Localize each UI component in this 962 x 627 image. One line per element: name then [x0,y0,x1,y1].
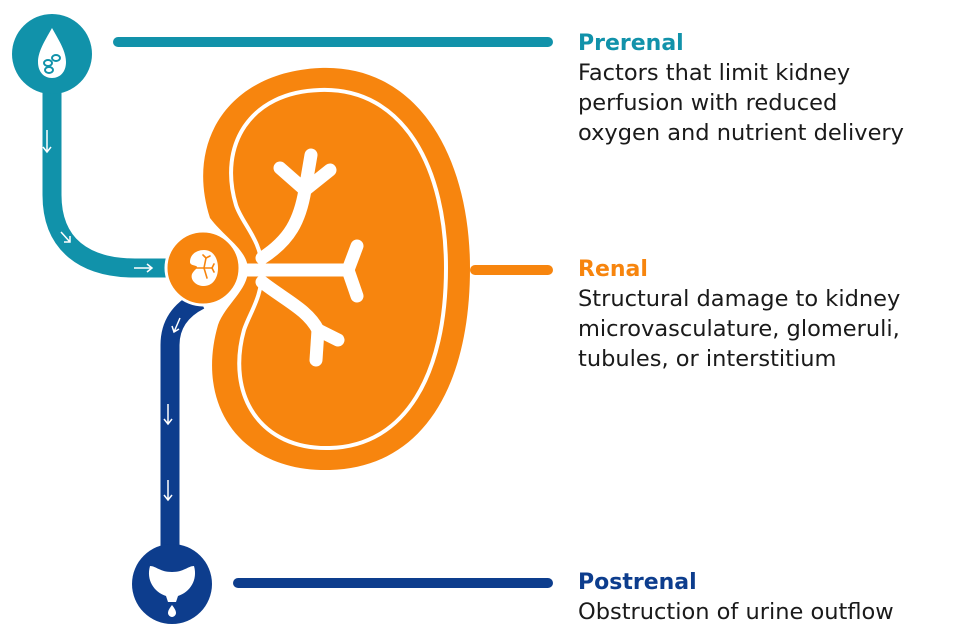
prerenal-desc-line: oxygen and nutrient delivery [578,118,962,148]
renal-desc-line: microvasculature, glomeruli, [578,314,962,344]
prerenal-desc-line: Factors that limit kidney [578,58,962,88]
renal-title: Renal [578,256,962,284]
postrenal-title: Postrenal [578,569,962,597]
postrenal-caption: Postrenal Obstruction of urine outflow [578,569,962,627]
prerenal-title: Prerenal [578,30,962,58]
prerenal-desc-line: perfusion with reduced [578,88,962,118]
renal-desc-line: Structural damage to kidney [578,284,962,314]
renal-caption: Renal Structural damage to kidney microv… [578,256,962,374]
postrenal-desc-line: Obstruction of urine outflow [578,597,962,627]
prerenal-caption: Prerenal Factors that limit kidney perfu… [578,30,962,148]
kidney-icon [203,68,470,470]
renal-desc-line: tubules, or interstitium [578,344,962,374]
postrenal-pipe [170,300,200,560]
